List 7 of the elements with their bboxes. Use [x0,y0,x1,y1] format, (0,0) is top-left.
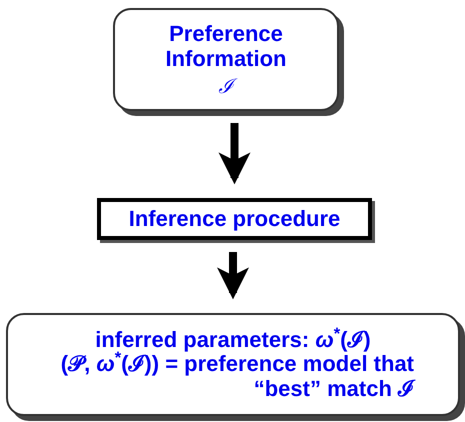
arrow [218,123,250,184]
arrow [217,252,249,300]
node-text: Preference Information [164,22,288,71]
node-text: (𝒫, ω$^{*}$(ℐ)) = preference model that “best” match ℐ [60,352,414,401]
node-text: inferred parameters: ω$^{*}$(ℐ) [95,328,371,352]
process-box [97,198,372,240]
node-text: Inference procedure [128,206,340,232]
